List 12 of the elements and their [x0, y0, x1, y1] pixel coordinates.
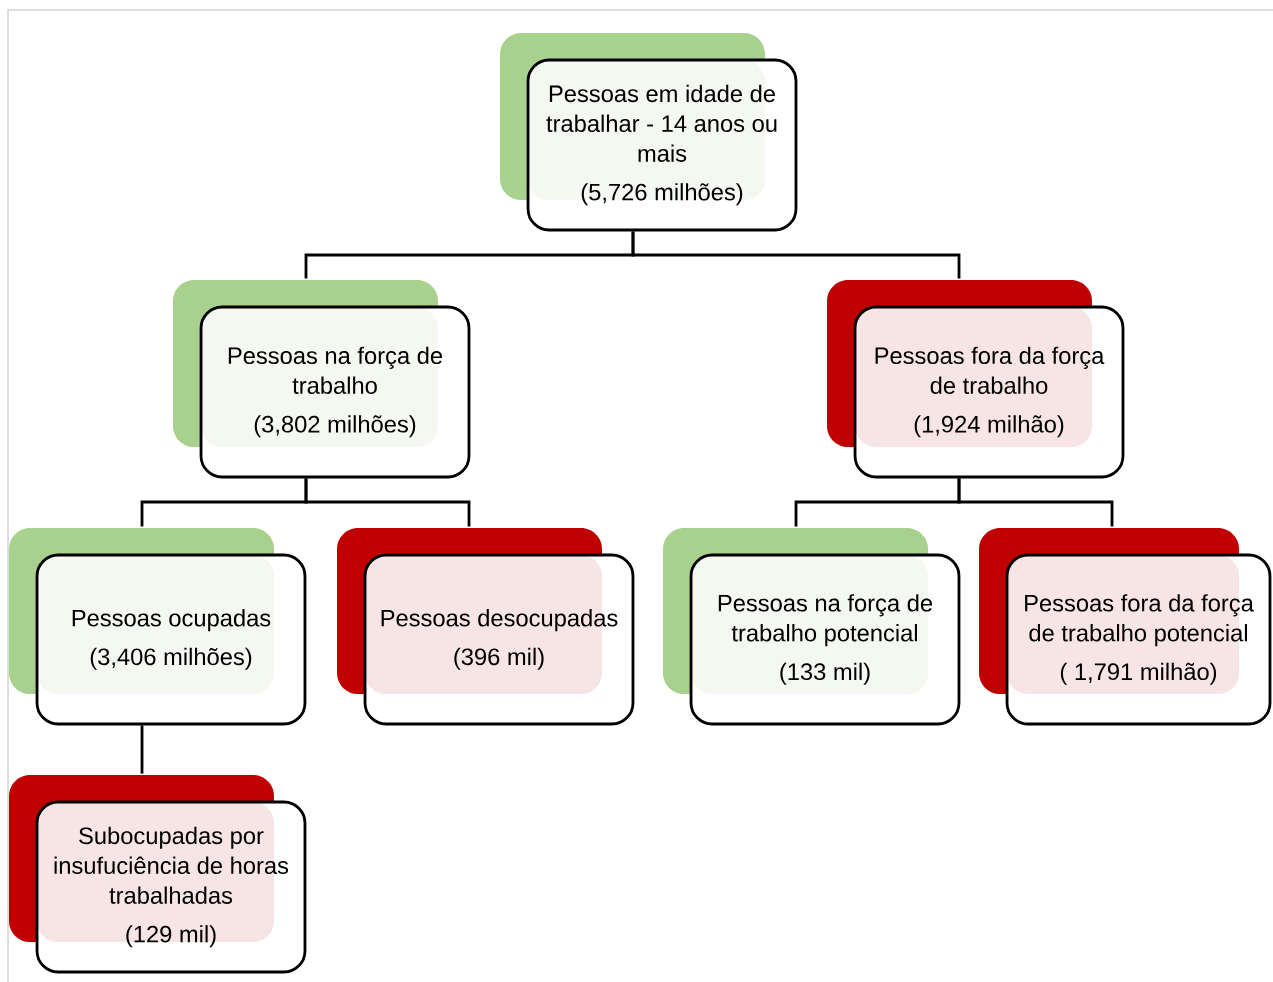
connector-line [304, 478, 471, 527]
process-box: Pessoas na força de trabalho potencial (133 mil) [663, 528, 961, 726]
process-box: Pessoas fora da força de trabalho (1,924 milhão) [827, 280, 1125, 479]
connector-line [140, 725, 144, 774]
connector-line [631, 231, 961, 279]
connector-line [957, 478, 1114, 527]
process-box: Pessoas ocupadas (3,406 milhões) [9, 528, 307, 726]
process-box: Pessoas desocupadas (396 mil) [337, 528, 635, 726]
process-box: Pessoas em idade de trabalhar - 14 anos ou mais (5,726 milhões) [500, 33, 798, 232]
process-box: Pessoas na força de trabalho (3,802 milhões) [173, 280, 471, 479]
process-box: Subocupadas por insufuciência de horas trabalhadas (129 mil) [9, 775, 307, 974]
process-box: Pessoas fora da força de trabalho potencial ( 1,791 milhão) [979, 528, 1272, 726]
